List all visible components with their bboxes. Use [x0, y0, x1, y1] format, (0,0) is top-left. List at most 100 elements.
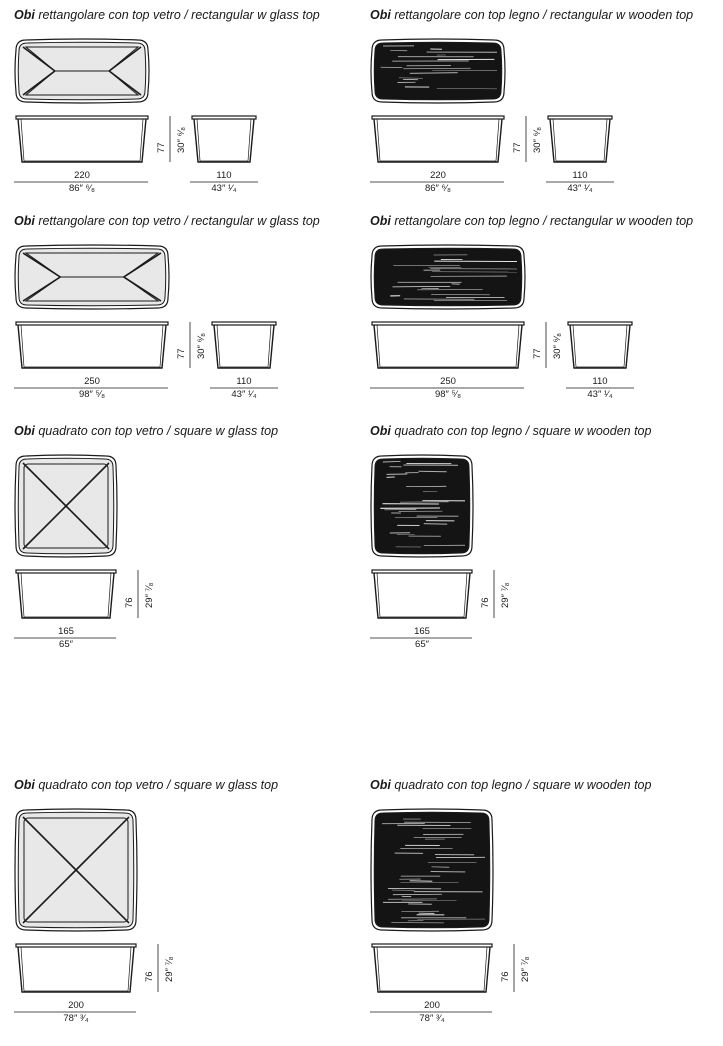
height-cm: 76 — [124, 597, 135, 608]
length-cm: 200 — [68, 1000, 84, 1011]
leg-frame-inner — [20, 946, 132, 992]
depth-cm: 110 — [236, 376, 252, 387]
tabletop-edge — [211, 321, 277, 326]
leg-frame — [17, 572, 115, 619]
plan-view — [370, 808, 494, 932]
product-description: quadrato con top legno / square w wooden… — [390, 424, 652, 438]
plan-view — [14, 38, 150, 104]
wood-surface — [373, 457, 471, 555]
side-elevation — [547, 115, 613, 163]
brand-name: Obi — [14, 424, 35, 438]
wooden-top-drawing — [370, 38, 614, 183]
plan-view — [14, 244, 170, 310]
frame-leg-beam — [22, 462, 67, 507]
front-elevation — [15, 569, 117, 619]
frame-leg-beam — [108, 46, 142, 72]
height-cm: 76 — [480, 597, 491, 608]
tabletop-edge — [371, 115, 505, 120]
product-title: Obi rettangolare con top vetro / rectang… — [14, 214, 320, 228]
front-elevation — [15, 943, 137, 993]
tabletop-edge — [15, 115, 149, 120]
tabletop-edge — [547, 115, 613, 120]
frame-leg-beam — [22, 252, 61, 278]
depth-in: 43″ ¹⁄₄ — [567, 183, 593, 194]
leg-frame-inner — [376, 118, 500, 162]
glass-top-drawing — [14, 454, 139, 639]
length-cm: 165 — [414, 626, 430, 637]
length-cm: 165 — [58, 626, 74, 637]
brand-name: Obi — [370, 8, 391, 22]
height-cm: 77 — [176, 348, 187, 359]
tabletop-edge — [15, 321, 169, 326]
length-cm: 250 — [440, 376, 456, 387]
tabletop-edge — [191, 115, 257, 120]
leg-frame — [17, 946, 135, 993]
height-in: 29″ ⁷⁄₈ — [144, 582, 155, 608]
front-elevation — [15, 321, 169, 369]
leg-frame — [17, 324, 167, 369]
height-in: 30″ ⁶⁄₈ — [196, 332, 207, 359]
product-description: rettangolare con top legno / rectangular… — [390, 8, 694, 22]
height-cm: 76 — [144, 971, 155, 982]
height-cm: 77 — [512, 142, 523, 153]
length-in: 65″ — [59, 639, 73, 650]
frame-leg-beam — [22, 505, 67, 550]
frame-leg-beam — [75, 869, 130, 924]
height-in: 29″ ⁷⁄₈ — [500, 582, 511, 608]
frame-leg-beam — [22, 869, 77, 924]
leg-frame-inner — [552, 118, 608, 162]
leg-frame — [193, 118, 255, 163]
brand-name: Obi — [370, 424, 391, 438]
height-in: 30″ ⁶⁄₈ — [176, 126, 187, 153]
leg-frame — [549, 118, 611, 163]
frame-leg-beam — [22, 46, 56, 72]
frame-leg-beam — [22, 70, 56, 96]
length-in: 86″ ⁶⁄₈ — [424, 183, 451, 194]
frame-leg-beam — [75, 816, 130, 871]
frame-leg-beam — [123, 276, 162, 302]
product-description: rettangolare con top vetro / rectangular… — [34, 8, 320, 22]
wood-surface — [373, 811, 491, 929]
brand-name: Obi — [14, 8, 35, 22]
frame-leg-beam — [22, 816, 77, 871]
frame-leg-beam — [65, 462, 110, 507]
frame-leg-beam — [123, 252, 162, 278]
tabletop-edge — [371, 943, 493, 948]
plan-view — [370, 38, 506, 104]
side-elevation — [191, 115, 257, 163]
plan-view — [14, 454, 118, 558]
product-title: Obi quadrato con top legno / square w wo… — [370, 424, 651, 438]
front-elevation — [371, 569, 473, 619]
leg-frame — [373, 572, 471, 619]
glass-top-drawing — [14, 808, 159, 1013]
leg-frame-inner — [196, 118, 252, 162]
depth-in: 43″ ¹⁄₄ — [587, 389, 613, 400]
leg-frame — [373, 324, 523, 369]
plan-view — [370, 454, 474, 558]
wooden-top-drawing — [370, 454, 495, 639]
height-cm: 76 — [500, 971, 511, 982]
height-in: 30″ ⁶⁄₈ — [552, 332, 563, 359]
frame-outline — [23, 817, 129, 923]
depth-in: 43″ ¹⁄₄ — [211, 183, 237, 194]
tabletop-edge — [15, 943, 137, 948]
wooden-top-drawing — [370, 808, 515, 1013]
depth-cm: 110 — [572, 170, 588, 181]
height-in: 29″ ⁷⁄₈ — [520, 956, 531, 982]
product-description: quadrato con top vetro / square w glass … — [34, 424, 279, 438]
frame-outline — [23, 463, 109, 549]
front-elevation — [371, 321, 525, 369]
length-cm: 220 — [430, 170, 446, 181]
depth-in: 43″ ¹⁄₄ — [231, 389, 257, 400]
plan-view — [14, 808, 138, 932]
length-in: 98″ ⁵⁄₈ — [434, 389, 462, 400]
front-elevation — [371, 115, 505, 163]
tabletop-edge — [371, 321, 525, 326]
product-description: quadrato con top legno / square w wooden… — [390, 778, 652, 792]
leg-frame — [569, 324, 631, 369]
depth-cm: 110 — [216, 170, 232, 181]
tabletop-edge — [15, 569, 117, 574]
brand-name: Obi — [14, 778, 35, 792]
wood-surface — [373, 247, 523, 307]
leg-frame-inner — [20, 572, 112, 618]
